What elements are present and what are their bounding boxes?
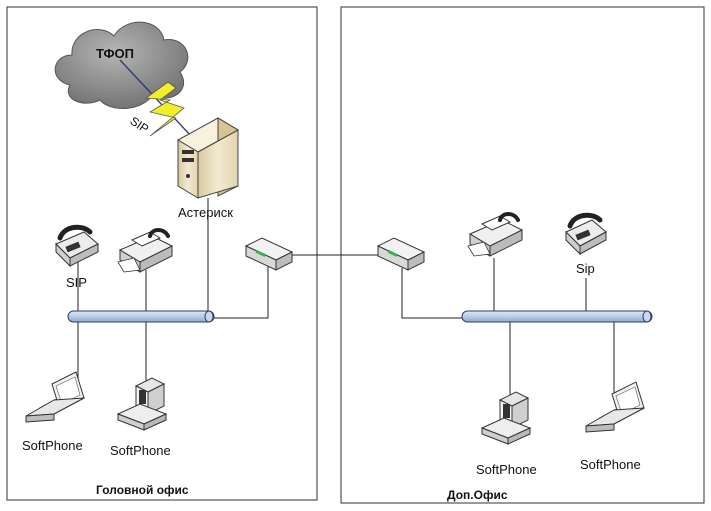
server-icon — [176, 117, 240, 199]
router-icon — [244, 237, 294, 271]
cloud-icon — [54, 21, 189, 110]
desktop-computer-icon — [480, 391, 532, 445]
fax-icon — [117, 228, 174, 273]
branch-office-title: Доп.Офис — [447, 488, 508, 502]
laptop-icon — [585, 381, 646, 433]
phone-icon — [565, 212, 607, 256]
main-phone-label: SIP — [66, 275, 87, 290]
router-icon — [376, 237, 426, 271]
server-label: Астериск — [178, 205, 233, 220]
sip-link-label: SIP — [127, 114, 151, 136]
wires — [77, 198, 615, 400]
branch-phone-label: Sip — [576, 261, 595, 276]
desktop-computer-icon — [116, 377, 168, 431]
cloud-label: ТФОП — [96, 46, 134, 61]
branch-office-bus — [461, 310, 653, 323]
main-desktop-label: SoftPhone — [110, 443, 171, 458]
main-office-title: Головной офис — [96, 483, 189, 497]
branch-laptop-label: SoftPhone — [580, 457, 641, 472]
main-office-frame — [6, 6, 318, 501]
phone-icon — [55, 224, 99, 268]
lightning-bolt-icon — [144, 81, 185, 137]
laptop-icon — [25, 371, 86, 423]
fax-icon — [467, 212, 524, 257]
main-office-bus — [67, 310, 215, 323]
branch-desktop-label: SoftPhone — [476, 462, 537, 477]
main-laptop-label: SoftPhone — [22, 438, 83, 453]
